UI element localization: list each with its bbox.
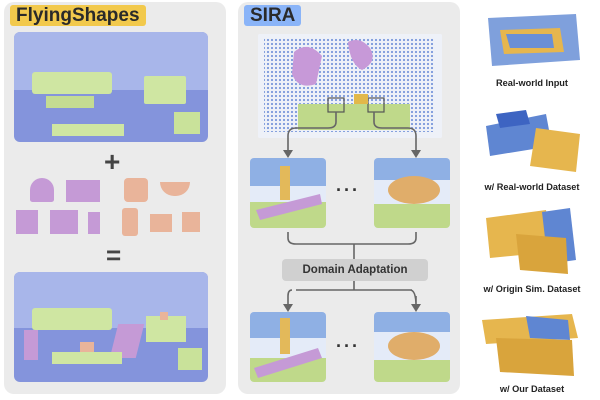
result-real-world-input	[480, 8, 584, 72]
caption-real-world-dataset: w/ Real-world Dataset	[484, 182, 580, 192]
domain-adaptation-box: Domain Adaptation	[282, 259, 428, 281]
sira-title: SIRA	[244, 5, 302, 27]
camera-shape	[124, 178, 148, 202]
result-origin-sim-dataset	[476, 204, 586, 278]
caption-origin-sim-dataset: w/ Origin Sim. Dataset	[483, 284, 581, 294]
flyingshapes-title: FlyingShapes	[10, 5, 146, 27]
result-real-world-dataset	[476, 106, 586, 176]
cabinet-shape	[16, 210, 38, 234]
room-render-top	[14, 32, 208, 142]
equals-sign: =	[106, 240, 122, 270]
cube-shape	[182, 212, 200, 232]
chair-shape	[88, 212, 100, 234]
ellipsis-top: ···	[336, 180, 360, 200]
crate-shape	[150, 214, 172, 232]
shelf-shape	[66, 180, 100, 202]
crop-before-right	[374, 158, 450, 228]
plus-sign: +	[104, 146, 121, 177]
crop-after-right	[374, 312, 450, 382]
ellipsis-bottom: ···	[336, 336, 360, 356]
input-point-cloud	[258, 34, 442, 138]
crop-before-left	[250, 158, 326, 228]
caption-our-dataset: w/ Our Dataset	[499, 384, 565, 394]
result-our-dataset	[476, 308, 586, 378]
crop-after-left	[250, 312, 326, 382]
room-render-bottom	[14, 272, 208, 382]
box-shape	[122, 208, 138, 236]
desk-shape	[50, 210, 78, 234]
caption-real-world-input: Real-world Input	[496, 78, 568, 88]
bowl-shape	[160, 182, 190, 196]
plant-shape	[30, 178, 54, 202]
